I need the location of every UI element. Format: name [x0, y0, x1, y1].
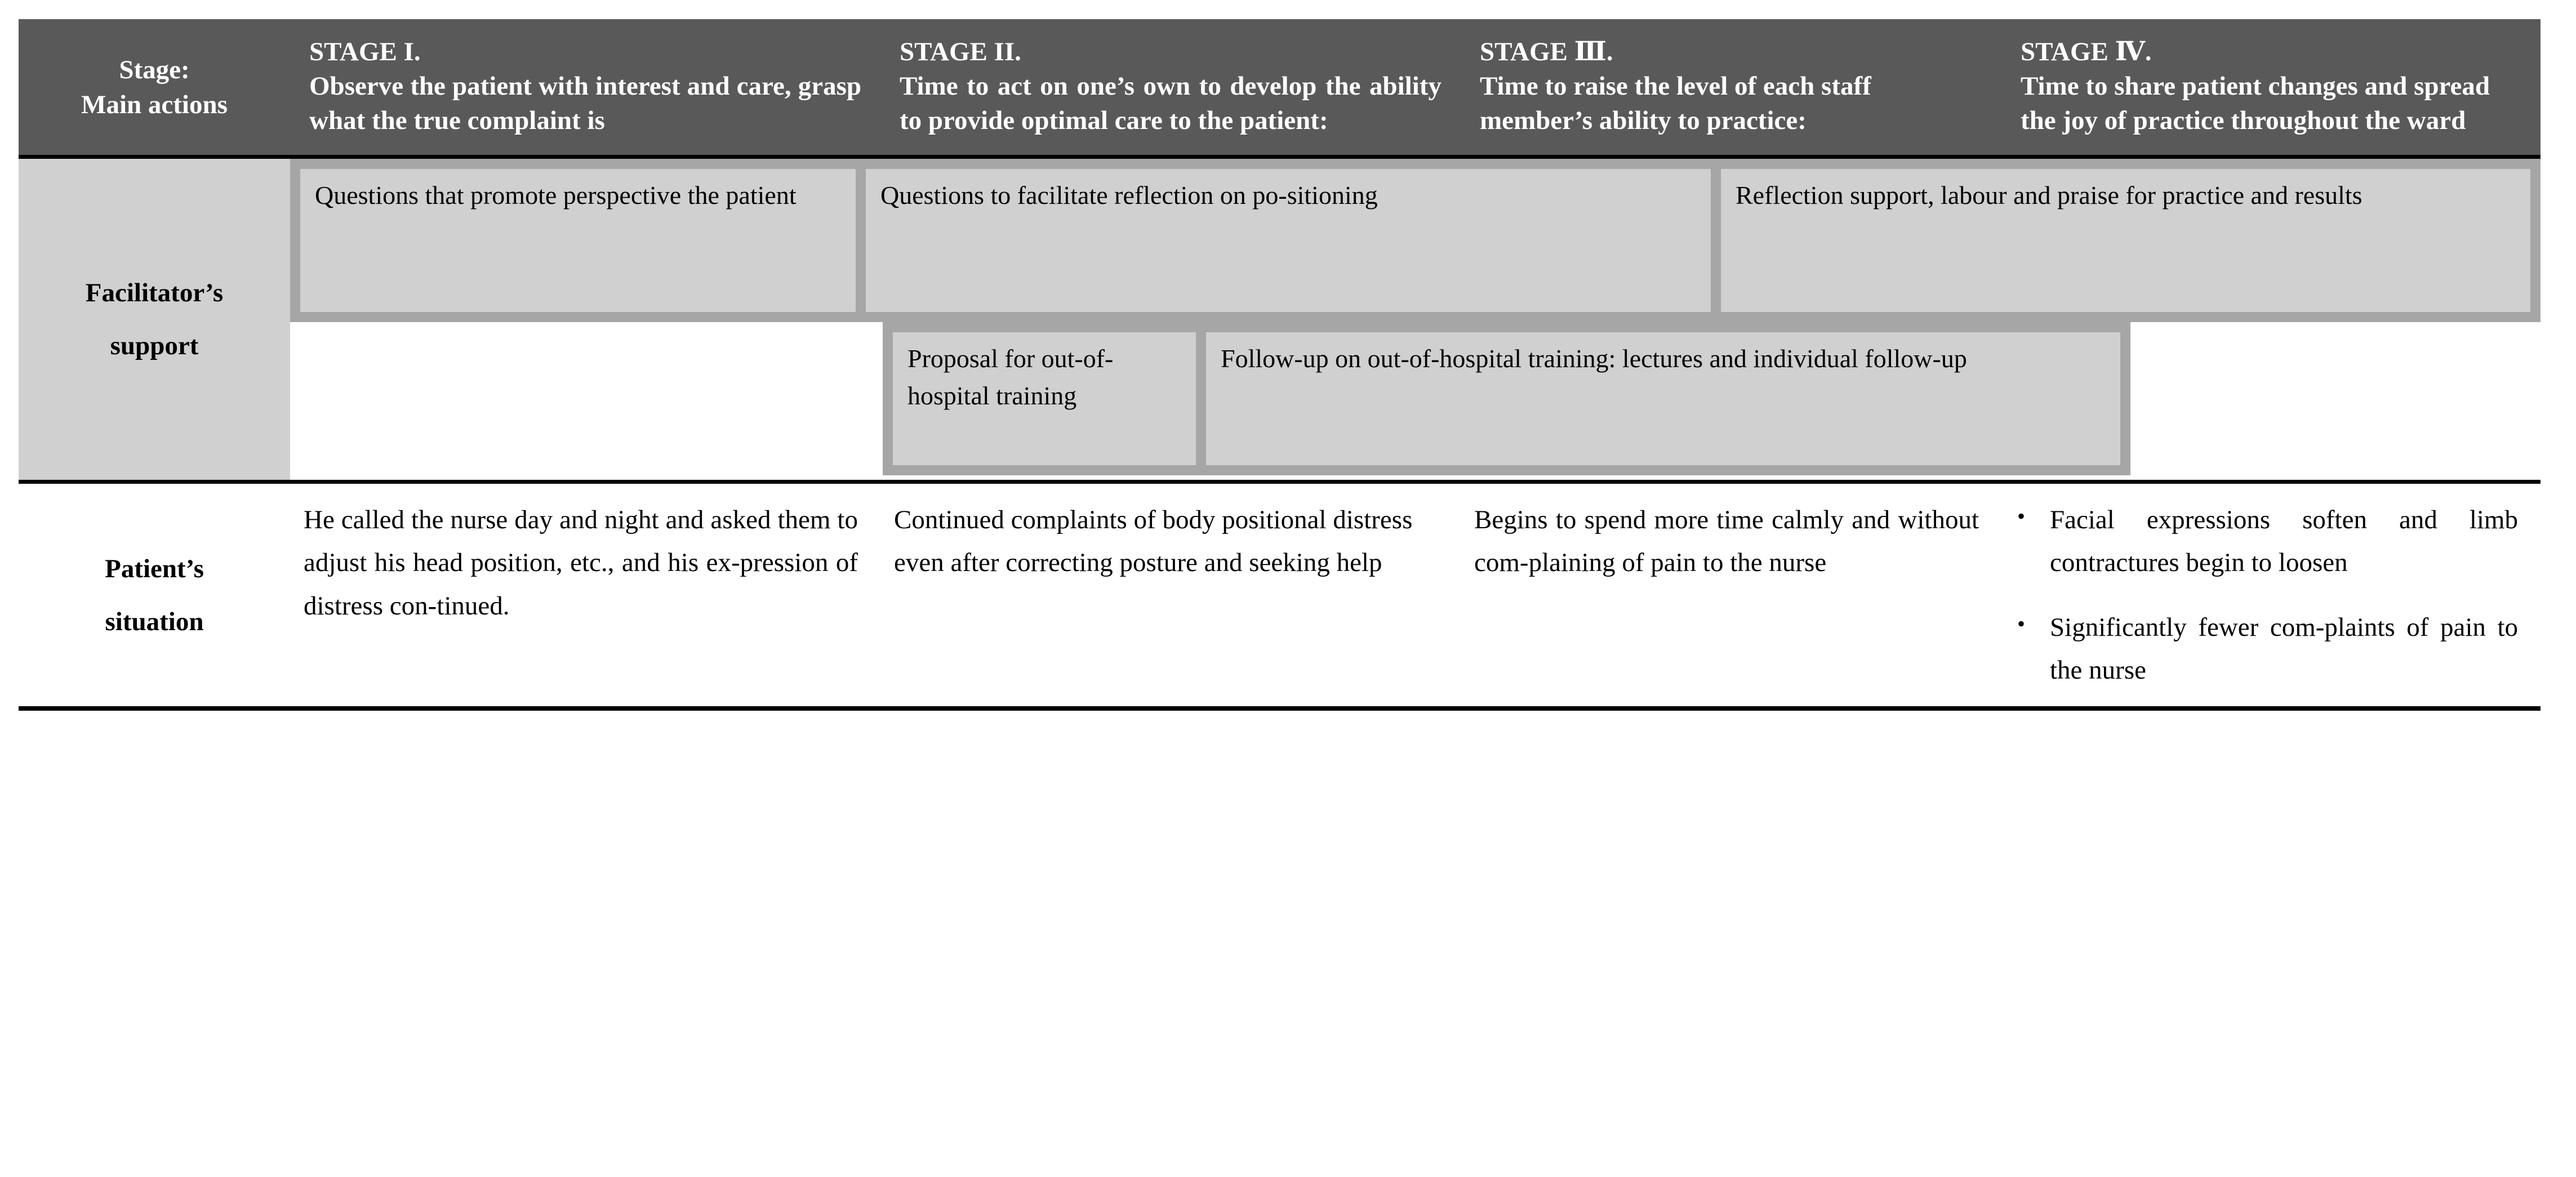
- list-item-text: Significantly fewer com-plaints of pain …: [2050, 612, 2518, 685]
- facilitator-chip-5: Follow-up on out-of-hospital training: l…: [1206, 332, 2120, 466]
- patient-row-label: Patient’s situation: [19, 484, 290, 706]
- facilitator-bottom-rule-cell: [19, 480, 2541, 484]
- stage-1-description: Observe the patient with interest and ca…: [309, 72, 861, 136]
- facilitator-row: Facilitator’s support Questions that pro…: [19, 159, 2541, 480]
- facilitator-chip-1: Questions that promote perspective the p…: [300, 169, 856, 313]
- facilitator-label-line1: Facilitator’s: [85, 278, 224, 308]
- facilitator-chip-3: Reflection support, labour and praise fo…: [1721, 169, 2530, 313]
- table-bottom-rule-row: [19, 706, 2541, 711]
- header-row: Stage: Main actions STAGE I. Observe the…: [19, 19, 2541, 155]
- stage-2-description: Time to act on one’s own to develop the …: [900, 72, 1442, 136]
- patient-cell-stage-4: • Facial expressions soften and limb con…: [2001, 484, 2541, 706]
- facilitator-chip-2: Questions to facilitate reflection on po…: [866, 169, 1711, 313]
- patient-row: Patient’s situation He called the nurse …: [19, 484, 2541, 706]
- patient-cell-stage-2: Continued complaints of body positional …: [894, 505, 1413, 578]
- patient-bullet-list: • Facial expressions soften and limb con…: [2015, 498, 2518, 692]
- header-bottom-rule: [19, 155, 2541, 159]
- facilitator-chip-4: Proposal for out-of-hospital training: [893, 332, 1196, 466]
- patient-label-line2: situation: [105, 607, 204, 636]
- facilitator-row-body: Questions that promote perspective the p…: [290, 159, 2541, 480]
- patient-label-line1: Patient’s: [105, 554, 204, 583]
- patient-cell-stage-3: Begins to spend more time calmly and wit…: [1474, 505, 1979, 578]
- stage-3-description: Time to raise the level of each staff me…: [1480, 72, 1871, 136]
- table-bottom-rule-cell: [19, 706, 2541, 711]
- header-cell-stage-4: STAGE Ⅳ. Time to share patient changes a…: [2001, 19, 2541, 155]
- facilitator-bottom-rule: [19, 480, 2541, 484]
- table-bottom-rule: [19, 706, 2541, 711]
- facilitator-label-line2: support: [110, 331, 199, 361]
- stage-table: Stage: Main actions STAGE I. Observe the…: [19, 19, 2541, 711]
- header-bottom-rule-row: [19, 155, 2541, 159]
- facilitator-bottom-rule-row: [19, 480, 2541, 484]
- header-row-label: Stage: Main actions: [19, 19, 290, 155]
- header-cell-stage-2: STAGE II. Time to act on one’s own to de…: [880, 19, 1461, 155]
- header-cell-stage-3: STAGE Ⅲ. Time to raise the level of each…: [1461, 19, 2001, 155]
- patient-cell-stage-1: He called the nurse day and night and as…: [304, 505, 858, 621]
- header-cell-stage-1: STAGE I. Observe the patient with intere…: [290, 19, 880, 155]
- stage-1-number: STAGE I.: [309, 37, 421, 66]
- bullet-icon: •: [2017, 610, 2026, 636]
- list-item: • Facial expressions soften and limb con…: [2017, 498, 2518, 584]
- stage-4-number: STAGE Ⅳ.: [2021, 37, 2152, 66]
- facilitator-canvas: Questions that promote perspective the p…: [290, 159, 2541, 480]
- stage-4-description: Time to share patient changes and spread…: [2021, 72, 2490, 136]
- header-label-line2: Main actions: [81, 90, 228, 119]
- facilitator-row-label: Facilitator’s support: [19, 159, 290, 480]
- list-item-text: Facial expressions soften and limb contr…: [2050, 505, 2518, 578]
- header-bottom-rule-cell: [19, 155, 2541, 159]
- stage-3-number: STAGE Ⅲ.: [1480, 37, 1613, 66]
- stage-2-number: STAGE II.: [900, 37, 1021, 66]
- header-label-line1: Stage:: [119, 55, 190, 84]
- list-item: • Significantly fewer com-plaints of pai…: [2017, 606, 2518, 692]
- bullet-icon: •: [2017, 503, 2026, 529]
